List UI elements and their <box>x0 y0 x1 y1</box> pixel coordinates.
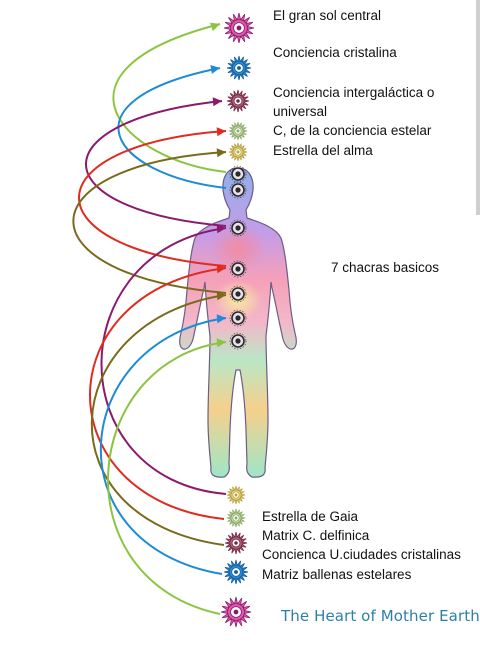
chakra-dot-icon <box>229 165 247 183</box>
mandala-intergalactica-icon <box>226 89 250 113</box>
label-chacras: 7 chacras basicos <box>331 260 440 275</box>
mandala-ballenas-icon <box>223 559 249 585</box>
scrollbar[interactable] <box>476 0 480 215</box>
label-gaia: Estrella de Gaia <box>262 509 359 524</box>
chakra-dot-icon <box>229 260 247 278</box>
mandala-delfinica-icon <box>226 508 246 528</box>
arrow-cristalina <box>117 65 227 189</box>
arrows-layer <box>72 22 227 615</box>
mandala-gaia-bottom-icon <box>220 596 252 628</box>
label-alma: Estrella del alma <box>273 143 373 158</box>
label-universal: universal <box>273 104 328 119</box>
label-ballenas: Matriz ballenas estelares <box>262 567 412 582</box>
mandala-gran-sol-icon <box>223 12 255 44</box>
arrow-alma <box>72 148 227 294</box>
label-cristalina: Conciencia cristalina <box>273 45 397 60</box>
arrow-purple-lower <box>100 224 227 495</box>
chakra-dot-icon <box>229 219 247 237</box>
arrow-red-lower <box>89 264 227 520</box>
mandala-alma-icon <box>228 142 248 162</box>
heart-glow <box>210 224 266 272</box>
chakra-dot-icon <box>229 181 247 199</box>
mandala-gaia-icon <box>226 485 246 505</box>
mandala-ciudades-icon <box>224 531 248 555</box>
label-intergalactica: Conciencia intergaláctica o <box>273 85 435 100</box>
arrow-olive-lower <box>90 291 227 546</box>
label-gran-sol: El gran sol central <box>273 8 382 23</box>
arrow-green-lower <box>107 338 227 615</box>
arrow-blue-lower <box>100 314 227 575</box>
mandalas-layer <box>220 12 255 628</box>
chakra-dot-icon <box>229 332 247 350</box>
chakra-dots-layer <box>229 165 247 350</box>
arrow-gran-sol <box>112 22 227 173</box>
mandala-estelar-icon <box>228 121 248 141</box>
brand-caption: The Heart of Mother Earth <box>281 607 480 625</box>
label-delfinica: Matrix C. delfinica <box>262 528 370 543</box>
mandala-cristalina-icon <box>226 55 252 81</box>
arrow-intergalactica <box>85 97 227 227</box>
chakra-dot-icon <box>229 285 247 303</box>
label-ciudades: Concienca U.ciudades cristalinas <box>262 547 461 562</box>
chakra-dot-icon <box>229 309 247 327</box>
label-estelar: C, de la conciencia estelar <box>273 123 432 138</box>
